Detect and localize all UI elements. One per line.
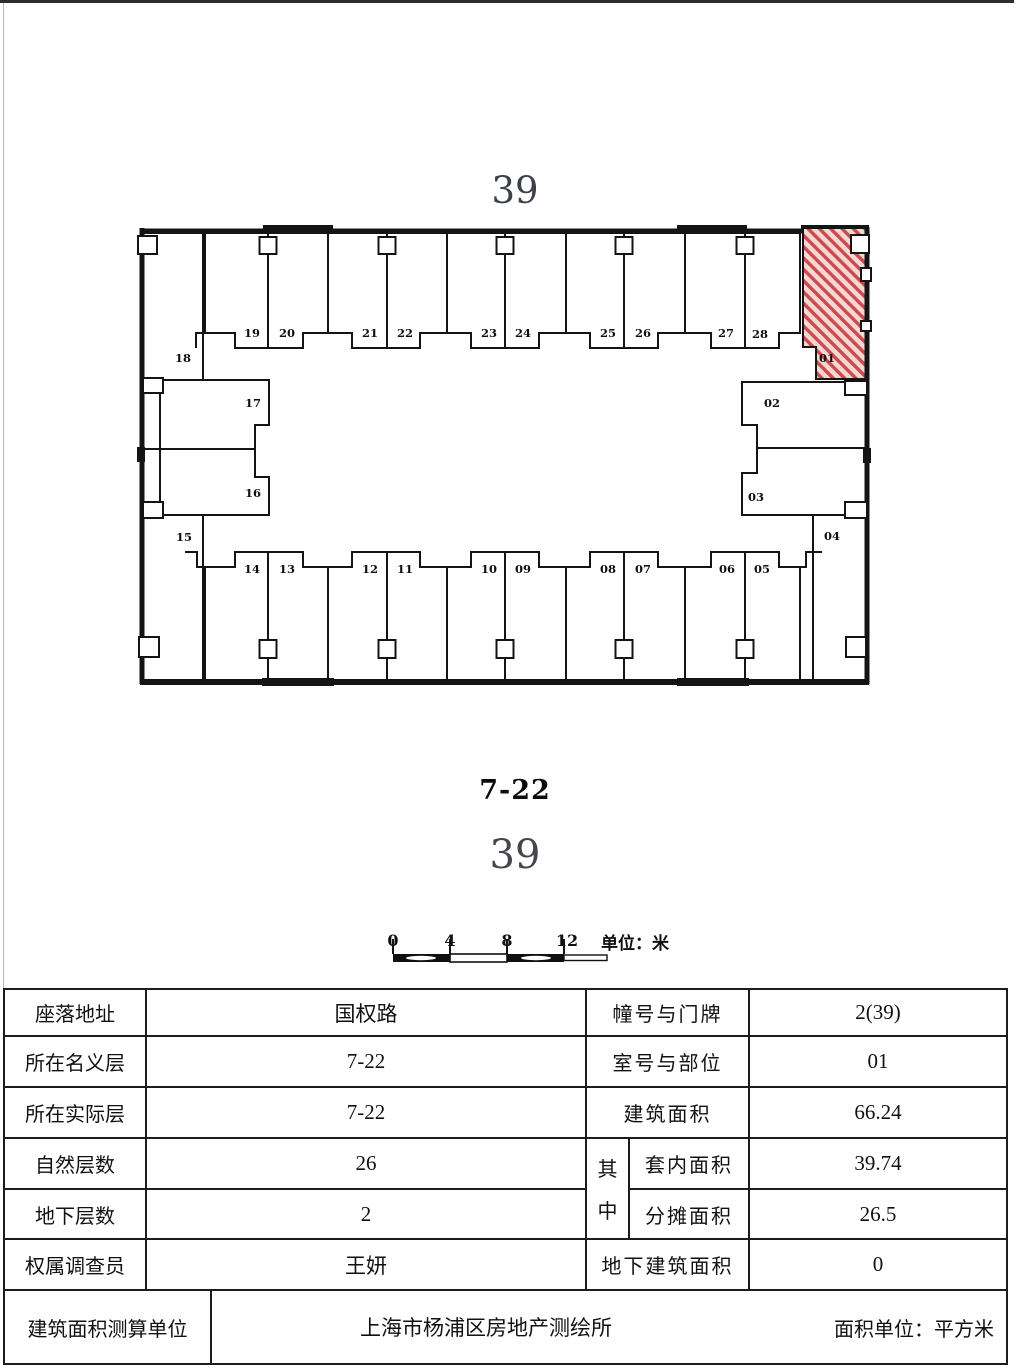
value-natural-floors: 26: [147, 1139, 587, 1190]
unit-label-20: 20: [279, 326, 295, 340]
label-room-number: 室号与部位: [587, 1037, 750, 1088]
label-shared-area: 分摊面积: [630, 1190, 750, 1240]
unit-label-21: 21: [362, 326, 378, 340]
among-which-char-2: 中: [597, 1200, 618, 1223]
label-measuring-organization: 建筑面积测算单位: [5, 1291, 212, 1363]
block-number-top: 39: [491, 169, 538, 212]
label-underground-area: 地下建筑面积: [587, 1240, 750, 1291]
unit-label-01: 01: [819, 351, 835, 365]
unit-label-18: 18: [175, 351, 191, 365]
unit-label-26: 26: [635, 326, 651, 340]
unit-label-25: 25: [600, 326, 616, 340]
unit-label-16: 16: [245, 486, 261, 500]
survey-table-grid: 座落地址 国权路 幢号与门牌 2(39) 所在名义层 7-22 室号与部位 01…: [5, 990, 1006, 1291]
value-ownership-surveyor: 王妍: [147, 1240, 587, 1291]
value-actual-floor: 7-22: [147, 1088, 587, 1139]
scale-tick-8: 8: [501, 931, 512, 950]
area-unit-note: 面积单位：平方米: [834, 1318, 994, 1341]
value-shared-area: 26.5: [750, 1190, 1006, 1240]
unit-label-28: 28: [752, 327, 768, 341]
label-address: 座落地址: [5, 990, 147, 1037]
value-underground-area: 0: [750, 1240, 1006, 1291]
value-building-number: 2(39): [750, 990, 1006, 1037]
unit-label-06: 06: [719, 562, 735, 576]
room-18: [142, 232, 204, 381]
floor-range-label: 7-22: [479, 775, 551, 806]
scale-tick-4: 4: [444, 931, 455, 950]
unit-label-05: 05: [754, 562, 770, 576]
value-measuring-organization: 上海市杨浦区房地产测绘所: [360, 1316, 612, 1340]
label-interior-area: 套内面积: [630, 1139, 750, 1190]
unit-label-10: 10: [481, 562, 497, 576]
room-17-block: [159, 379, 270, 450]
value-nominal-floor: 7-22: [147, 1037, 587, 1088]
unit-label-19: 19: [244, 326, 260, 340]
value-room-number: 01: [750, 1037, 1006, 1088]
table-row-7: 建筑面积测算单位 上海市杨浦区房地产测绘所 面积单位：平方米: [5, 1291, 1006, 1363]
page-left-border: [3, 3, 4, 988]
scale-unit-label: 单位：米: [601, 933, 670, 953]
value-gross-area: 66.24: [750, 1088, 1006, 1139]
unit-label-11: 11: [397, 562, 413, 576]
unit-label-12: 12: [362, 562, 378, 576]
unit-label-23: 23: [481, 326, 497, 340]
scale-tick-labels: 0 4 8 12: [387, 931, 578, 950]
unit-label-14: 14: [244, 562, 260, 576]
label-among-which: 其 中: [587, 1139, 630, 1240]
bay-windows: [137, 234, 872, 659]
measuring-organization-cell: 上海市杨浦区房地产测绘所 面积单位：平方米: [212, 1291, 1006, 1363]
unit-label-08: 08: [600, 562, 616, 576]
value-interior-area: 39.74: [750, 1139, 1006, 1190]
top-unit-band: [204, 232, 801, 349]
label-building-number: 幢号与门牌: [587, 990, 750, 1037]
value-address: 国权路: [147, 990, 587, 1037]
page-top-border: [0, 0, 1014, 3]
room-16-block: [159, 448, 270, 516]
bottom-unit-band: [204, 551, 801, 681]
unit-label-03: 03: [748, 490, 764, 504]
unit-labels: 19 20 21 22 23 24 25 26 27 28 01 02 03 04 05 06 07 08 09 10…: [175, 326, 840, 576]
unit-label-02: 02: [764, 396, 780, 410]
scale-tick-12: 12: [556, 931, 578, 950]
label-ownership-surveyor: 权属调查员: [5, 1240, 147, 1291]
unit-label-07: 07: [635, 562, 651, 576]
label-natural-floors: 自然层数: [5, 1139, 147, 1190]
unit-label-15: 15: [176, 530, 192, 544]
unit-label-27: 27: [718, 326, 734, 340]
label-nominal-floor: 所在名义层: [5, 1037, 147, 1088]
unit-label-09: 09: [515, 562, 531, 576]
unit-label-13: 13: [279, 562, 295, 576]
scale-tick-0: 0: [387, 931, 398, 950]
unit-label-22: 22: [397, 326, 413, 340]
among-which-char-1: 其: [597, 1159, 618, 1182]
survey-table: 座落地址 国权路 幢号与门牌 2(39) 所在名义层 7-22 室号与部位 01…: [3, 988, 1008, 1365]
unit-label-17: 17: [245, 396, 261, 410]
scale-bar: 0 4 8 12 单位：米: [387, 931, 670, 963]
label-gross-area: 建筑面积: [587, 1088, 750, 1139]
label-basement-floors: 地下层数: [5, 1190, 147, 1240]
value-basement-floors: 2: [147, 1190, 587, 1240]
unit-label-04: 04: [824, 529, 840, 543]
unit-label-24: 24: [515, 326, 531, 340]
block-number-mid: 39: [490, 832, 541, 878]
label-actual-floor: 所在实际层: [5, 1088, 147, 1139]
